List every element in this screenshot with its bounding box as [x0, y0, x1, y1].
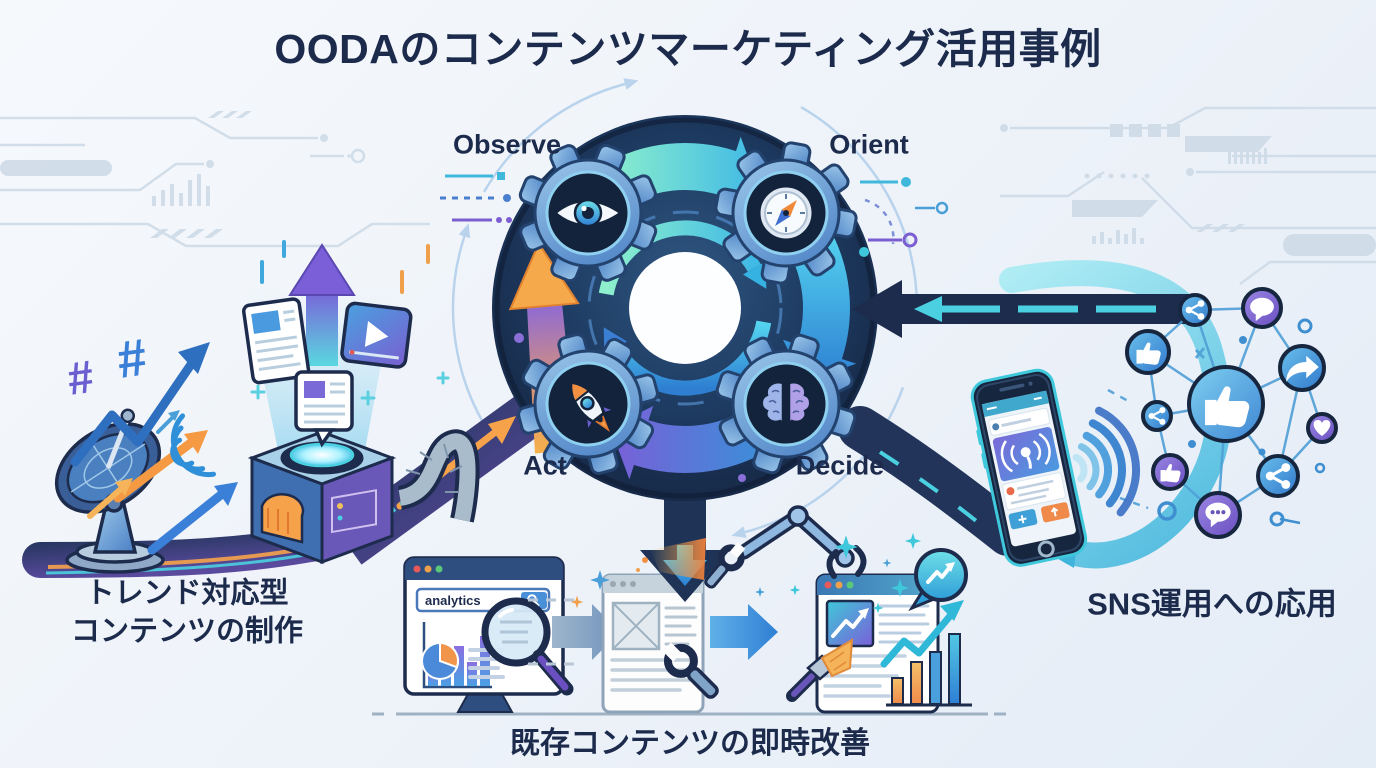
svg-text:#: #: [64, 350, 97, 405]
label-observe: Observe: [452, 129, 562, 160]
social-icons: [1125, 287, 1338, 539]
up-arrow-shaft: [306, 288, 338, 366]
improvement-scene: analytics: [372, 505, 1006, 716]
loop-center: [629, 252, 741, 364]
loop-guide-arcs: [451, 78, 923, 538]
loop-side-circuits: [440, 172, 949, 248]
brain-icon: [760, 381, 812, 424]
chat-dots-icon: [1194, 491, 1242, 539]
band-loop-to-phone: [838, 406, 1030, 556]
circuit-decoration-right: [1000, 106, 1376, 286]
rocket-icon: [569, 380, 618, 435]
caption-improve: 既存コンテンツの即時改善: [510, 727, 870, 760]
chat-icon: [1241, 287, 1283, 329]
caption-sns: SNS運用への応用: [1087, 586, 1337, 622]
pie-chart-icon: [421, 641, 459, 680]
magnifier-icon: [481, 597, 574, 696]
growth-chart-icon: [880, 600, 972, 707]
article-card-icon: [242, 297, 311, 385]
robot-arm-icon: [636, 505, 867, 699]
caption-trend-line1: トレンド対応型: [85, 577, 289, 610]
broadcast-icon: [1000, 432, 1051, 473]
label-orient: Orient: [829, 129, 909, 160]
wireframe-browser: [601, 573, 705, 714]
page-title: OODAのコンテンツマーケティング活用事例: [274, 26, 1102, 72]
caption-trend-line2: コンテンツの制作: [70, 615, 304, 647]
wifi-waves-icon: [1072, 406, 1141, 517]
share-icon-3: [1256, 454, 1300, 498]
note-card-icon: [294, 370, 354, 448]
sns-scene: [872, 287, 1338, 614]
thumbs-up-icon-2: [1151, 453, 1189, 491]
thumbs-up-icon: [1125, 329, 1171, 375]
heart-icon: [1306, 412, 1338, 444]
trend-scene: # #: [22, 240, 549, 578]
analytics-search-text: analytics: [425, 593, 481, 608]
smartphone: [970, 368, 1088, 567]
wrench-icon: [704, 542, 746, 589]
label-act: Act: [523, 450, 567, 481]
paintbrush-icon: [786, 638, 854, 702]
big-thumbs-up-icon: [1187, 365, 1265, 443]
improved-browser: [815, 573, 940, 714]
content-machine: [247, 429, 480, 565]
forward-icon: [1278, 344, 1326, 392]
wrench-icon-large: [662, 642, 719, 699]
label-decide: Decide: [795, 450, 885, 481]
eye-icon: [552, 198, 624, 228]
sns-to-loop-arrow: [852, 280, 1190, 338]
hashtag-icons: # #: [64, 328, 150, 404]
circuit-decoration-left: [0, 111, 430, 248]
up-arrow-head: [288, 243, 356, 296]
caption-trend: トレンド対応型 コンテンツの制作: [71, 575, 303, 650]
compass-icon: [757, 184, 815, 242]
share-icon-2: [1141, 400, 1173, 432]
flow-arrow-2: [710, 604, 778, 660]
speech-bubble-trend-icon: [908, 548, 968, 612]
trend-arrow-icons: [70, 342, 238, 555]
video-card-icon: [340, 301, 413, 369]
svg-text:#: #: [114, 328, 151, 389]
share-icon: [1178, 293, 1212, 327]
content-output: [242, 240, 450, 448]
ooda-loop: [490, 115, 878, 570]
